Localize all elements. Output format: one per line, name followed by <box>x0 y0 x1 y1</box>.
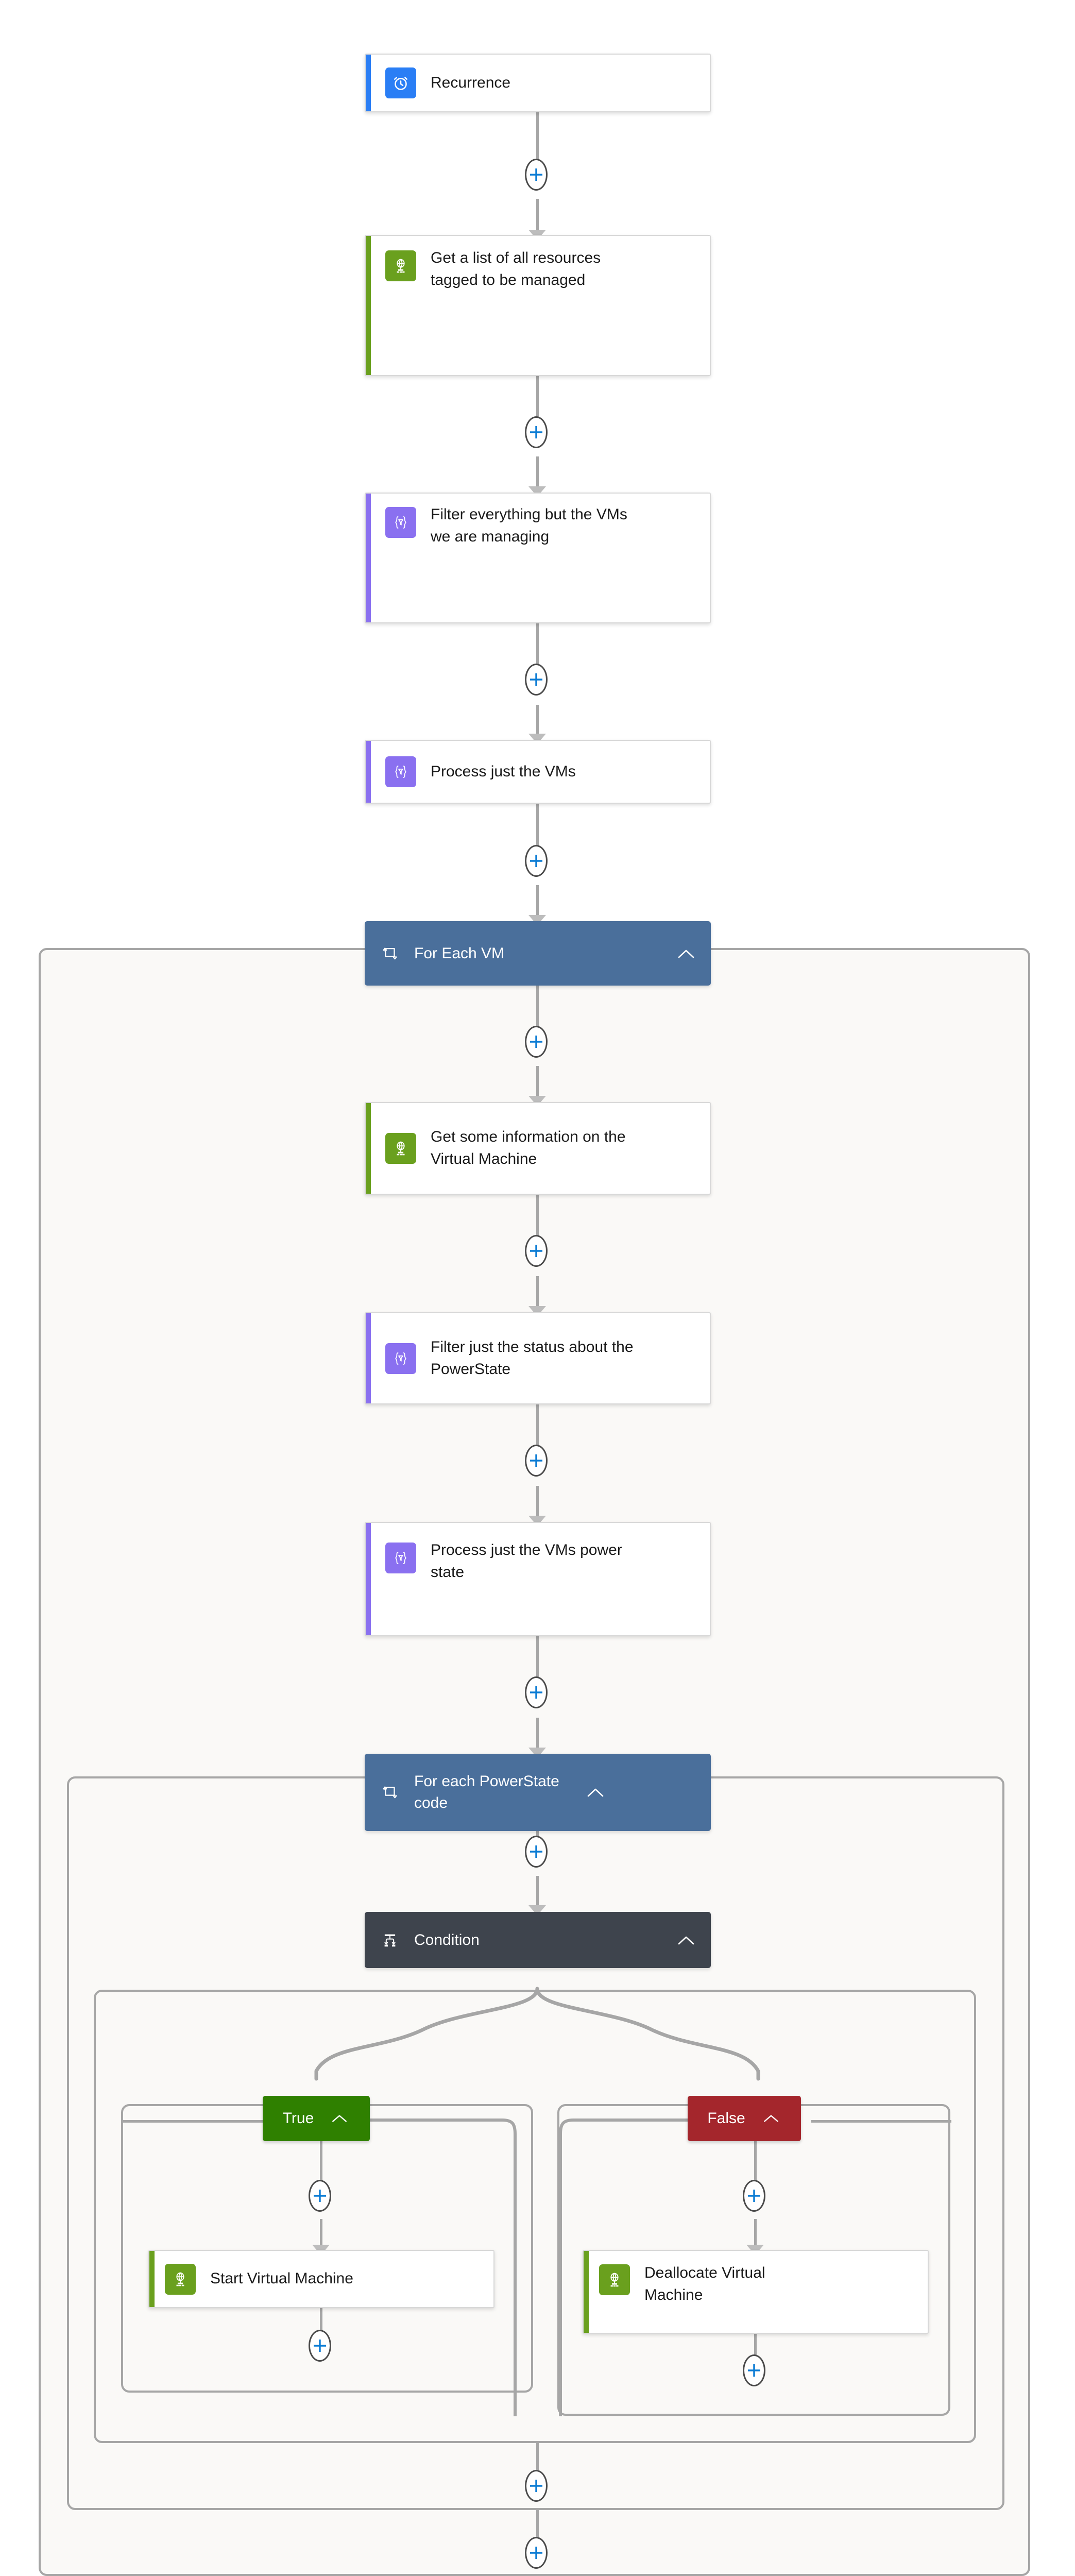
action-card-label: Process just the VMs <box>431 762 576 780</box>
card-accent-bar <box>366 1103 371 1194</box>
chevron-up-icon[interactable] <box>675 1929 697 1952</box>
filter-braces-icon <box>385 507 416 538</box>
action-card-label: Get some information on the Virtual Mach… <box>431 1128 626 1167</box>
filter-braces-icon <box>385 1343 416 1374</box>
condition-branch-icon <box>378 1928 402 1952</box>
branch-pill-true[interactable]: True <box>263 2096 370 2141</box>
action-card-label: Filter everything but the VMs we are man… <box>431 506 627 545</box>
filter-braces-icon <box>385 1543 416 1573</box>
add-step-button[interactable] <box>525 2470 548 2502</box>
action-card-filter-vms[interactable]: Filter everything but the VMs we are man… <box>365 493 711 623</box>
add-step-button[interactable] <box>525 2537 548 2569</box>
action-card-label: Deallocate Virtual Machine <box>644 2264 765 2303</box>
add-step-button[interactable] <box>525 1445 548 1477</box>
add-step-button[interactable] <box>525 845 548 877</box>
connector-get-resources-to-plus <box>536 376 539 427</box>
action-card-label: Process just the VMs power state <box>431 1541 622 1581</box>
add-step-button[interactable] <box>525 1235 548 1267</box>
chevron-up-icon[interactable] <box>675 942 697 965</box>
connector-plus-to-process-vms <box>536 705 539 740</box>
connector-for-each-ps-tail <box>536 2510 539 2537</box>
action-card-label: Recurrence <box>431 74 511 91</box>
azure-resource-manager-icon <box>165 2263 196 2295</box>
action-card-process-powerstate[interactable]: Process just the VMs power state <box>365 1522 711 1636</box>
add-step-button[interactable] <box>525 664 548 696</box>
azure-resource-manager-icon <box>599 2264 630 2295</box>
filter-braces-icon <box>385 756 416 787</box>
connector-false-plus-to-deallocate-vm <box>754 2219 757 2250</box>
azure-resource-manager-icon <box>385 250 416 281</box>
add-step-button[interactable] <box>309 2180 331 2212</box>
connector-plus-to-get-resources <box>536 199 539 235</box>
card-accent-bar <box>366 55 371 111</box>
scope-header-for-each-vm[interactable]: For Each VM <box>365 921 711 986</box>
connector-plus-to-condition <box>536 1876 539 1912</box>
add-step-button[interactable] <box>525 1676 548 1708</box>
connector-condition-split <box>314 1987 760 2081</box>
card-accent-bar <box>366 1523 371 1635</box>
action-card-label: Start Virtual Machine <box>210 2270 353 2287</box>
connector-condition-tail <box>536 2443 539 2470</box>
connector-filter-powerstate-to-plus <box>536 1404 539 1455</box>
connector-true-to-plus <box>320 2140 322 2191</box>
connector-branch-rails-inner <box>370 2119 705 2416</box>
connector-recurrence-to-plus <box>536 112 539 169</box>
action-card-label: Get a list of all resources tagged to be… <box>431 249 601 289</box>
connector-filter-vms-to-plus <box>536 623 539 674</box>
alarm-clock-icon <box>385 67 416 98</box>
loop-icon <box>378 942 402 965</box>
branch-pill-label: False <box>707 2110 745 2127</box>
connector-for-each-vm-to-plus <box>536 986 539 1037</box>
chevron-up-icon[interactable] <box>761 2108 781 2129</box>
scope-header-label: For each PowerState code <box>414 1773 559 1811</box>
chevron-up-icon[interactable] <box>329 2108 350 2129</box>
card-accent-bar <box>366 1313 371 1403</box>
connector-start-vm-to-plus <box>320 2308 322 2344</box>
connector-plus-to-for-each-ps <box>536 1718 539 1754</box>
action-card-start-vm[interactable]: Start Virtual Machine <box>148 2250 494 2308</box>
connector-plus-to-process-powerstate <box>536 1486 539 1522</box>
scope-header-for-each-powerstate[interactable]: For each PowerState code <box>365 1754 711 1831</box>
add-step-button[interactable] <box>525 159 548 191</box>
connector-rail-right-false <box>811 2120 951 2123</box>
connector-true-plus-to-start-vm <box>320 2219 322 2250</box>
loop-icon <box>378 1781 402 1804</box>
connector-plus-to-for-each-vm <box>536 885 539 921</box>
connector-deallocate-vm-to-plus <box>754 2334 757 2366</box>
card-accent-bar <box>366 236 371 375</box>
card-accent-bar <box>366 741 371 803</box>
add-step-button[interactable] <box>525 1026 548 1058</box>
add-step-button[interactable] <box>525 1836 548 1868</box>
action-card-process-vms[interactable]: Process just the VMs <box>365 740 711 804</box>
add-step-button[interactable] <box>309 2330 331 2362</box>
action-card-recurrence[interactable]: Recurrence <box>365 54 711 112</box>
connector-process-vms-to-plus <box>536 804 539 855</box>
add-step-button[interactable] <box>525 416 548 448</box>
scope-header-label: For Each VM <box>414 944 505 962</box>
action-card-deallocate-vm[interactable]: Deallocate Virtual Machine <box>583 2250 929 2334</box>
azure-resource-manager-icon <box>385 1133 416 1164</box>
action-card-get-vm-info[interactable]: Get some information on the Virtual Mach… <box>365 1102 711 1195</box>
connector-get-vm-info-to-plus <box>536 1195 539 1245</box>
connector-plus-to-get-vm-info <box>536 1066 539 1102</box>
connector-plus-to-filter-powerstate <box>536 1276 539 1312</box>
card-accent-bar <box>149 2251 155 2307</box>
branch-pill-label: True <box>282 2110 314 2127</box>
scope-header-condition[interactable]: Condition <box>365 1912 711 1968</box>
connector-process-powerstate-to-plus <box>536 1636 539 1687</box>
connector-false-to-plus <box>754 2140 757 2191</box>
add-step-button[interactable] <box>743 2180 765 2212</box>
card-accent-bar <box>584 2251 589 2333</box>
card-accent-bar <box>366 494 371 622</box>
connector-rail-left-true <box>121 2120 265 2123</box>
action-card-get-resources[interactable]: Get a list of all resources tagged to be… <box>365 235 711 376</box>
scope-header-label: Condition <box>414 1931 480 1948</box>
action-card-filter-powerstate[interactable]: Filter just the status about the PowerSt… <box>365 1312 711 1404</box>
branch-pill-false[interactable]: False <box>688 2096 801 2141</box>
chevron-up-icon[interactable] <box>584 1781 607 1804</box>
connector-plus-to-filter-vms <box>536 456 539 493</box>
action-card-label: Filter just the status about the PowerSt… <box>431 1338 634 1378</box>
add-step-button[interactable] <box>743 2354 765 2386</box>
